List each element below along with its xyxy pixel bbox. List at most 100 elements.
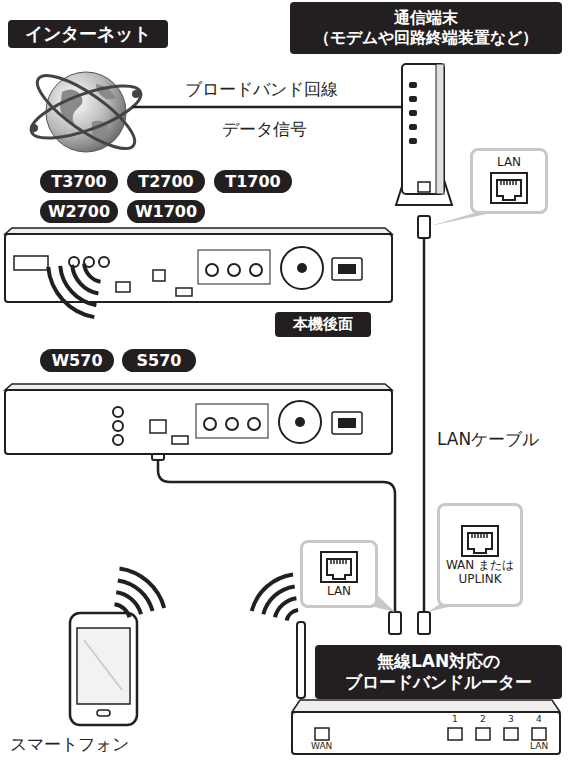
globe-icon bbox=[25, 64, 146, 160]
recorder-rear-part bbox=[206, 264, 218, 276]
node-text: W2700 bbox=[48, 202, 110, 221]
globe-icon-part bbox=[28, 64, 144, 160]
text-label: スマートフォン bbox=[10, 733, 129, 756]
recorder-rear-part bbox=[172, 436, 188, 444]
wireless-waves-part bbox=[263, 586, 294, 614]
modem-device-part bbox=[436, 64, 444, 194]
recorder-rear-part bbox=[113, 435, 123, 445]
port-label: 4 bbox=[536, 715, 542, 724]
lan-port-icon bbox=[490, 172, 528, 204]
model-tag: S570 bbox=[122, 349, 196, 372]
lan-cable-part bbox=[418, 216, 430, 238]
wireless-waves-part bbox=[115, 604, 130, 617]
wireless-waves-part bbox=[275, 598, 297, 617]
lan-cable-part bbox=[418, 612, 430, 634]
modem-device-part bbox=[409, 96, 417, 102]
label-box: インターネット bbox=[8, 20, 168, 48]
recorder-rear-part bbox=[204, 418, 216, 430]
port-label: 2 bbox=[480, 715, 486, 724]
smartphone-icon-part bbox=[70, 613, 137, 725]
model-tag: T3700 bbox=[40, 170, 118, 193]
node-text: T1700 bbox=[225, 172, 280, 191]
wireless-waves bbox=[48, 264, 298, 621]
label-box: 無線LAN対応の ブロードバンドルーター bbox=[315, 645, 562, 699]
router-device-part bbox=[504, 728, 518, 740]
node-text: インターネット bbox=[25, 23, 151, 46]
wireless-waves-part bbox=[84, 264, 100, 282]
recorder-rear-part bbox=[5, 390, 392, 454]
recorder-rear-part bbox=[176, 288, 192, 296]
broadband-line bbox=[132, 107, 402, 108]
node-text: T2700 bbox=[138, 172, 193, 191]
port-callout: LAN bbox=[300, 540, 378, 608]
callout-pointer-part bbox=[430, 212, 496, 226]
node-text: W570 bbox=[51, 351, 102, 370]
smartphone-icon-part bbox=[77, 628, 130, 704]
label-box: 通信端末 （モデムや回路終端装置など） bbox=[290, 2, 562, 54]
model-tag: W1700 bbox=[127, 200, 205, 223]
label-box: 本機後面 bbox=[275, 312, 371, 337]
recorder-rear-part bbox=[250, 264, 262, 276]
router-device-part bbox=[297, 622, 305, 698]
modem-device-part bbox=[402, 64, 444, 194]
recorder-rear-part bbox=[332, 258, 362, 280]
recorder-rear-part bbox=[332, 412, 362, 434]
port-label: WAN bbox=[311, 742, 332, 751]
model-tag: T1700 bbox=[214, 170, 292, 193]
node-text: 無線LAN対応の ブロードバンドルーター bbox=[321, 651, 556, 694]
recorder-rear bbox=[5, 384, 392, 454]
wireless-waves-part bbox=[252, 575, 293, 612]
recorder-rear-part bbox=[295, 417, 305, 427]
recorder-rear-part bbox=[150, 420, 166, 433]
node-text: 本機後面 bbox=[293, 315, 353, 334]
port-callout: LAN bbox=[470, 148, 548, 214]
router-device-part bbox=[476, 728, 490, 740]
lan-port-icon bbox=[320, 551, 358, 583]
modem-device-part bbox=[409, 110, 417, 116]
wireless-waves-part bbox=[116, 592, 141, 614]
model-tag: W570 bbox=[40, 349, 114, 372]
text-label: データ信号 bbox=[222, 118, 307, 141]
recorder-rear-part bbox=[116, 282, 130, 292]
port-callout: WAN または UPLINK bbox=[437, 503, 523, 607]
wireless-waves-part bbox=[72, 265, 98, 294]
broadband-line-part bbox=[132, 106, 402, 109]
node-text: LAN bbox=[327, 585, 351, 599]
wireless-waves-part bbox=[48, 267, 94, 317]
node-text: S570 bbox=[137, 351, 182, 370]
smartphone-icon-part bbox=[84, 640, 122, 690]
port-label: LAN bbox=[530, 742, 548, 751]
modem-device bbox=[396, 64, 452, 205]
recorder-rear-part bbox=[153, 270, 165, 281]
recorder-rear-part bbox=[113, 421, 123, 431]
modem-device-part bbox=[418, 182, 430, 192]
node-text: WAN または UPLINK bbox=[444, 559, 516, 587]
wireless-waves-part bbox=[118, 580, 153, 611]
recorder-rear-part bbox=[5, 234, 392, 302]
lan-port-icon bbox=[461, 525, 499, 557]
recorder-rear-part bbox=[99, 257, 109, 267]
recorder-rear-part bbox=[248, 418, 260, 430]
recorder-rear-part bbox=[113, 407, 123, 417]
lan-cable-part bbox=[158, 460, 395, 612]
router-device-part bbox=[292, 712, 560, 754]
recorder-rear-part bbox=[279, 401, 321, 443]
router-device-part bbox=[448, 728, 462, 740]
node-text: 通信端末 （モデムや回路終端装置など） bbox=[296, 8, 556, 48]
globe-icon-part bbox=[25, 75, 146, 149]
recorder-rear-part bbox=[196, 404, 268, 438]
router-device-part bbox=[292, 700, 560, 712]
recorder-rear-part bbox=[338, 418, 356, 428]
recorder-rear bbox=[5, 228, 392, 302]
node-text: T3700 bbox=[51, 172, 106, 191]
modem-device-part bbox=[409, 124, 417, 130]
modem-device-part bbox=[409, 138, 417, 144]
recorder-rear-part bbox=[297, 263, 307, 273]
recorder-rear-part bbox=[198, 250, 270, 284]
text-label: LANケーブル bbox=[437, 428, 539, 451]
recorder-rear-part bbox=[281, 247, 323, 289]
smartphone-icon-part bbox=[97, 710, 110, 716]
recorder-rear-part bbox=[228, 264, 240, 276]
modem-device-part bbox=[409, 82, 417, 88]
